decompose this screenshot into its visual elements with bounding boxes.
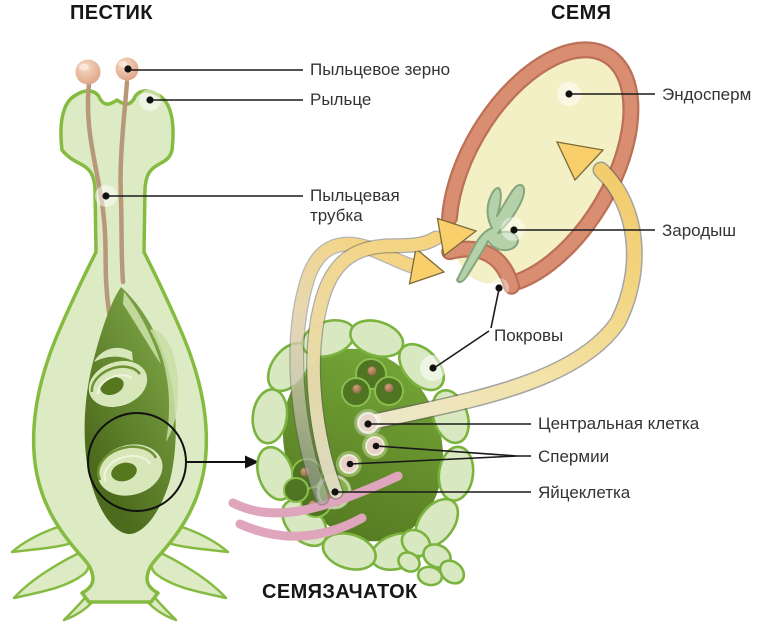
pollen-grain-label: Пыльцевое зерно [310, 60, 451, 79]
pink-ribbons [228, 471, 403, 541]
label-dots [102, 65, 573, 496]
leader-lines [95, 65, 655, 496]
fertilization-flow-arrows [289, 141, 643, 506]
arrowhead-to-micropyle-lower [408, 247, 446, 285]
arrowhead-to-micropyle-upper [436, 217, 478, 257]
placenta-swirl [150, 329, 179, 442]
callout-arrow-icon [186, 455, 259, 469]
arrowhead-to-endosperm [555, 141, 605, 182]
ovule-in-ovary-lower [97, 444, 163, 496]
embryo-shape [456, 184, 526, 284]
antipodal-cells [341, 358, 404, 407]
integuments-label: Покровы [494, 326, 564, 345]
ovule-in-ovary-upper [88, 347, 148, 408]
central-cell-label: Центральная клетка [538, 414, 700, 433]
seed-illustration [441, 41, 640, 295]
cavity-inner-wall-highlight [123, 292, 161, 364]
egg-cell-label: Яйцеклетка [538, 483, 631, 502]
stigma-label: Рыльце [310, 90, 372, 109]
seed-title: СЕМЯ [551, 2, 612, 24]
embryo-label: Зародыш [662, 221, 737, 240]
ovule-title: СЕМЯЗАЧАТОК [262, 581, 418, 603]
seed-coat-curl [443, 242, 518, 293]
pistil-title: ПЕСТИК [70, 2, 153, 24]
pollen-tube-label: Пыльцевая трубка [310, 186, 400, 226]
pistil-illustration [10, 57, 259, 622]
pollen-grains [75, 57, 139, 85]
endosperm-label: Эндосперм [662, 85, 752, 104]
sperm-cells-label: Спермии [538, 447, 610, 466]
